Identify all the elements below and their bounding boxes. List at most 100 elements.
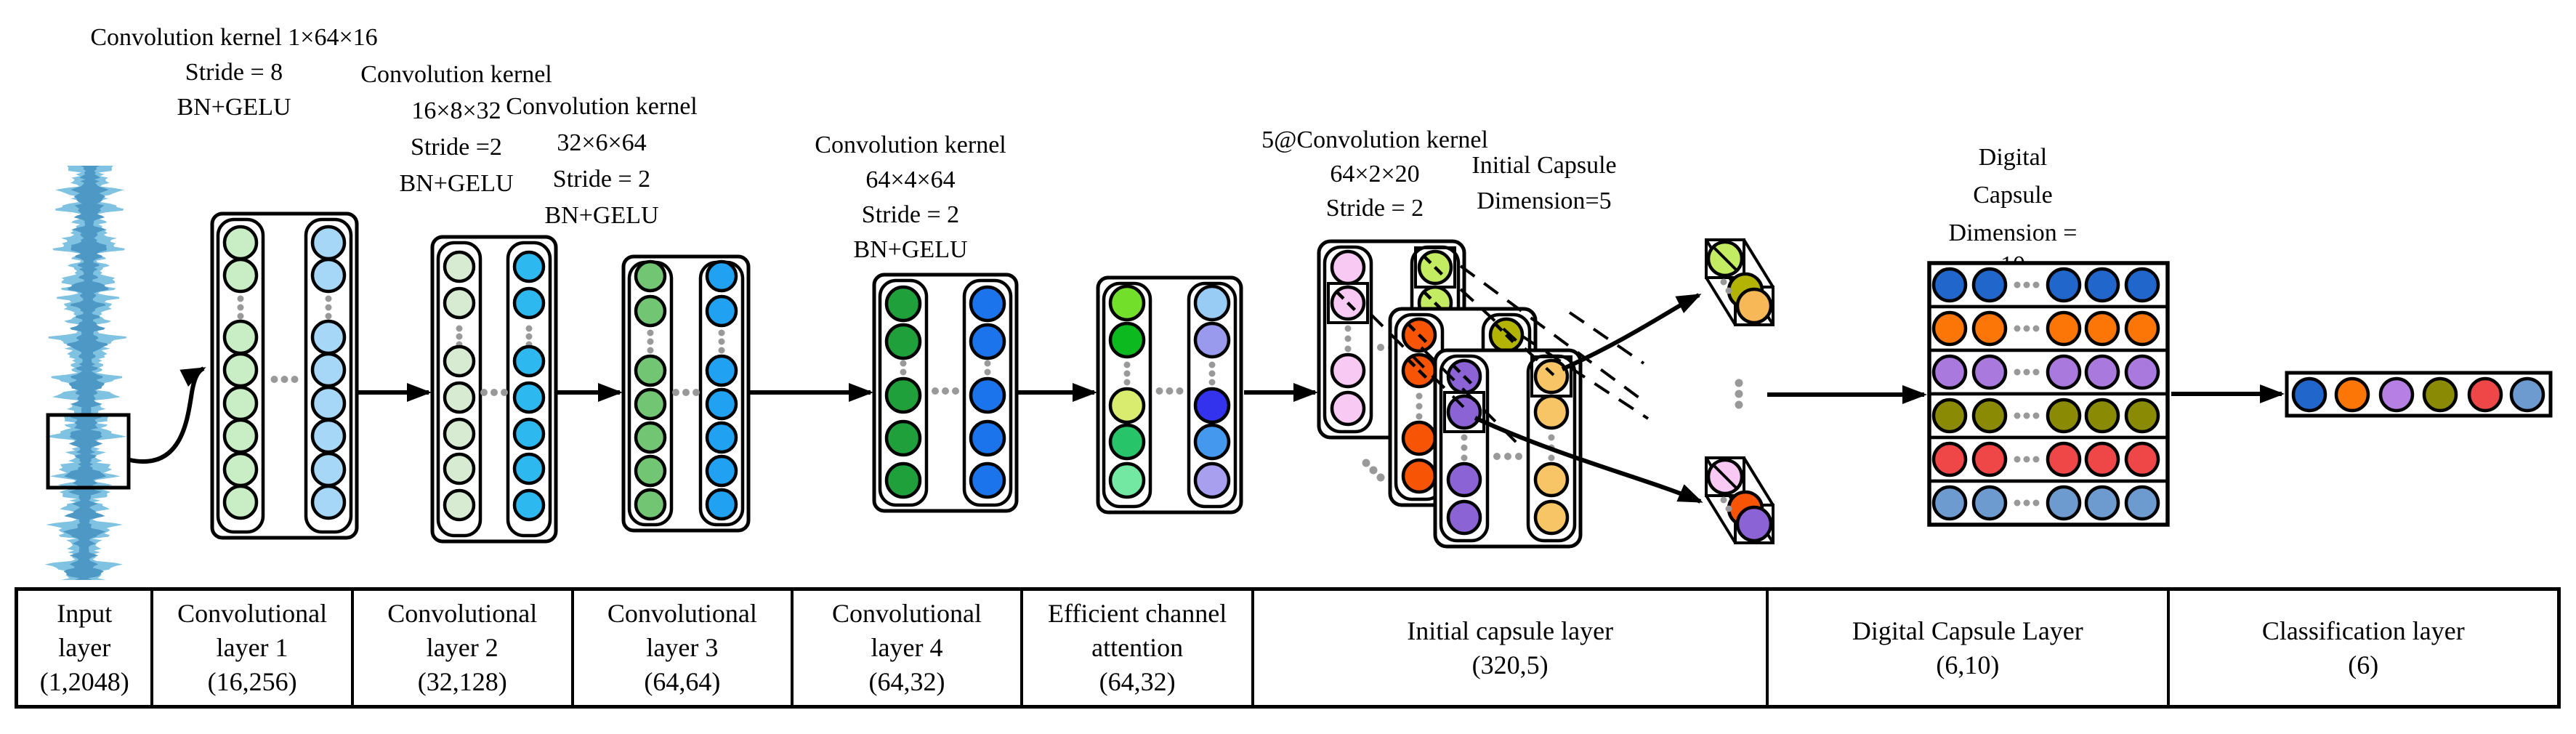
- digital-capsule-neuron: [2124, 354, 2160, 390]
- conv-layer-2-neuron: [512, 488, 546, 522]
- horizontal-ellipsis-icon: [291, 376, 299, 383]
- horizontal-ellipsis-icon: [1176, 387, 1184, 395]
- conv-layer-4-neuron: [884, 285, 922, 323]
- conv-layer-2-neuron: [443, 381, 476, 414]
- table-cell-line: Classification layer: [2261, 616, 2465, 645]
- conv-layer-1-neuron: [310, 385, 347, 422]
- table-cell-line: (320,5): [1471, 650, 1549, 679]
- kernel-slash-mark: [1406, 322, 1432, 348]
- table-cell-line: Convolutional: [607, 599, 757, 628]
- vertical-ellipsis-icon: [1123, 370, 1131, 377]
- digital-capsule-neuron: [1971, 354, 2008, 390]
- vertical-ellipsis-icon: [456, 333, 463, 340]
- table-cell-initial-capsule-layer: Initial capsule layer(320,5): [1254, 591, 1769, 705]
- digital-capsule-neuron: [1971, 267, 2008, 303]
- conv2-kernel-label: BN+GELU: [399, 170, 513, 197]
- class-neuron: [2378, 376, 2415, 413]
- class-neuron: [2422, 376, 2458, 413]
- conv-layer-1-neuron: [222, 225, 259, 261]
- vertical-ellipsis-icon: [1461, 434, 1468, 441]
- vertical-ellipsis-icon: [237, 312, 244, 320]
- conv-layer-1-neuron: [310, 418, 347, 454]
- initial-capsule-dimension-label: Initial Capsule: [1471, 152, 1616, 179]
- table-cell-line: layer 1: [216, 633, 288, 662]
- horizontal-ellipsis-icon: [490, 389, 498, 396]
- vertical-ellipsis-icon: [718, 338, 725, 345]
- digital-capsule-neuron: [2084, 441, 2120, 477]
- conv-layer-1-neuron: [310, 352, 347, 388]
- conv1-kernel-label: BN+GELU: [177, 94, 291, 121]
- classification-layer-box: [2285, 371, 2553, 418]
- horizontal-ellipsis-icon: [2014, 325, 2021, 332]
- vertical-ellipsis-icon: [1208, 370, 1216, 377]
- eca-layer-neuron: [1108, 461, 1146, 499]
- initial-capsule-panel-3-capsule-neuron: [1533, 358, 1570, 395]
- digital-capsule-dimension-label: Dimension =: [1949, 219, 2078, 246]
- conv-layer-3-neuron: [705, 421, 738, 454]
- vertical-ellipsis-icon: [456, 325, 463, 332]
- digital-capsule-neuron: [2084, 354, 2120, 390]
- vertical-ellipsis-icon: [1461, 444, 1468, 451]
- initial-capsule-panel-1-capsule-neuron: [1330, 390, 1366, 427]
- capsule-block-top-edge: [1705, 276, 1737, 326]
- table-cell-line: (1,2048): [39, 667, 129, 696]
- digital-capsule-neuron: [2124, 310, 2160, 347]
- class-neuron: [2467, 376, 2503, 413]
- horizontal-ellipsis-icon: [2023, 325, 2030, 332]
- conv-layer-2-neuron: [512, 344, 546, 378]
- horizontal-ellipsis-icon: [501, 389, 508, 396]
- horizontal-ellipsis-icon: [1515, 453, 1522, 460]
- vertical-ellipsis-icon: [525, 333, 533, 340]
- table-cell-line: (6): [2348, 650, 2379, 679]
- horizontal-ellipsis-icon: [693, 389, 700, 396]
- vertical-ellipsis-icon: [900, 368, 907, 376]
- vertical-ellipsis-icon: [984, 360, 991, 367]
- table-cell-line: Convolutional: [387, 599, 538, 628]
- digital-capsule-neuron: [1931, 441, 1968, 477]
- vertical-ellipsis-icon: [1208, 379, 1216, 386]
- conv-layer-2-neuron: [443, 286, 476, 320]
- conv-layer-4-neuron: [884, 419, 922, 457]
- conv-layer-3-neuron: [634, 454, 667, 488]
- conv-layer-2-neuron: [443, 250, 476, 283]
- conv4-kernel-label: Convolution kernel: [815, 132, 1006, 158]
- eca-layer-neuron: [1193, 321, 1231, 359]
- horizontal-ellipsis-icon: [480, 389, 488, 396]
- capsule-conv-kernel-label: Stride = 2: [1326, 195, 1424, 222]
- diagonal-ellipsis-icon: [1369, 466, 1378, 475]
- table-cell-line: Convolutional: [177, 599, 328, 628]
- capsule-block-bottom: [1705, 456, 1774, 544]
- vertical-ellipsis-icon: [1123, 361, 1131, 368]
- table-cell-line: layer 4: [871, 633, 943, 662]
- vertical-ellipsis-icon: [1208, 361, 1216, 368]
- table-cell-line: layer 2: [426, 633, 498, 662]
- conv-layer-2-neuron: [512, 286, 546, 320]
- horizontal-ellipsis-icon: [2032, 456, 2040, 463]
- eca-layer-neuron: [1108, 284, 1146, 322]
- digital-capsule-neuron: [1971, 441, 2008, 477]
- conv4-kernel-label: Stride = 2: [862, 201, 959, 228]
- conv-layer-3-neuron: [634, 259, 667, 293]
- vertical-ellipsis-icon: [1416, 413, 1423, 420]
- digital-capsule-dimension-label: Capsule: [1973, 182, 2053, 209]
- capsule-block-top: [1705, 238, 1774, 326]
- horizontal-ellipsis-icon: [1155, 387, 1163, 395]
- input-signal-waveform-core: [62, 166, 109, 580]
- conv-layer-1-neuron: [310, 319, 347, 355]
- horizontal-ellipsis-icon: [672, 389, 679, 396]
- class-neuron: [2334, 376, 2370, 413]
- digital-capsule-neuron: [2124, 441, 2160, 477]
- capsule-map-arrow-bottom: [1474, 416, 1703, 504]
- conv-layer-3-neuron: [705, 488, 738, 521]
- digital-capsule-neuron: [1931, 310, 1968, 347]
- vertical-ellipsis-icon: [984, 368, 991, 376]
- eca-layer-neuron: [1108, 423, 1146, 461]
- initial-capsule-panel-2-capsule-neuron: [1401, 458, 1437, 494]
- vertical-ellipsis-icon: [1344, 345, 1352, 352]
- conv-layer-3-neuron: [705, 454, 738, 488]
- kernel-window-box: [1327, 282, 1369, 324]
- vertical-ellipsis-icon: [1123, 379, 1131, 386]
- initial-capsule-panel-3-capsule-neuron: [1533, 499, 1570, 536]
- kernel-slash-mark: [1422, 254, 1448, 281]
